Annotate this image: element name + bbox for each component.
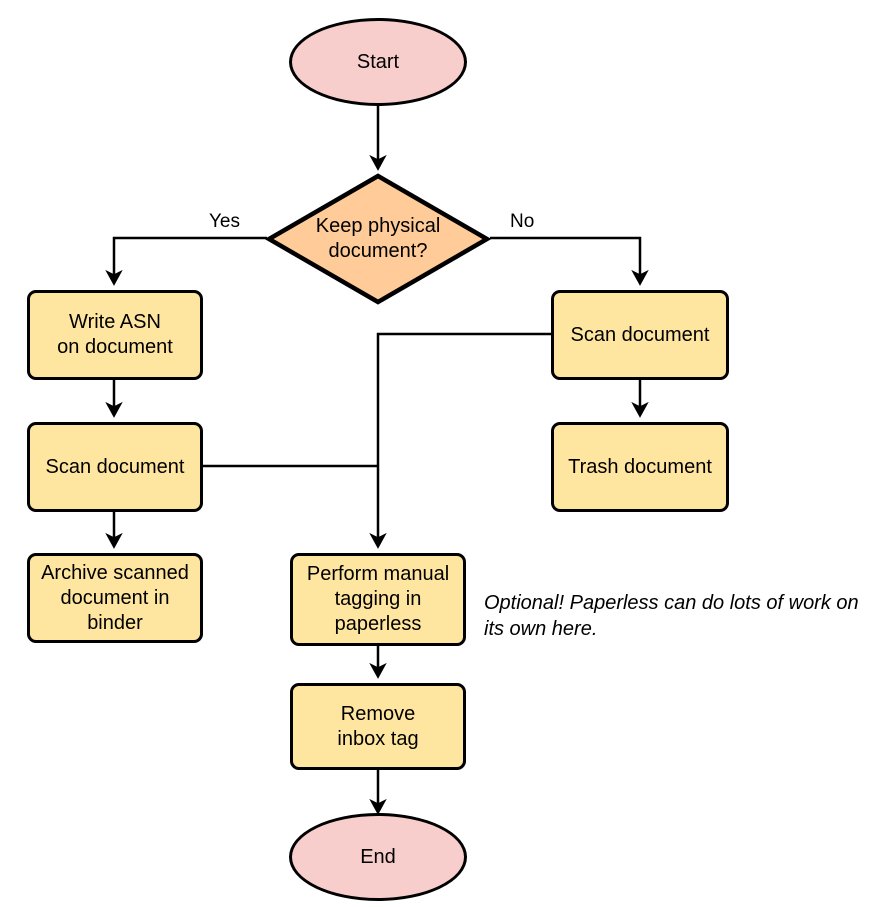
node-scan-document-right-label: Scan document [570, 323, 710, 346]
node-manual-tagging-label: Perform manual tagging in paperless [306, 563, 450, 635]
note-optional-paperless: Optional! Paperless can do lots of work … [484, 592, 859, 640]
node-archive-binder-label: Archive scanned document in binder [41, 561, 189, 634]
node-remove-inbox-tag-label: Remove inbox tag [337, 702, 419, 750]
node-archive-binder[interactable]: Archive scanned document in binder [27, 553, 203, 643]
node-start-label: Start [356, 50, 400, 73]
edge-decision-to-write-asn [105, 236, 267, 286]
node-end-label: End [360, 845, 396, 868]
edge-scan-right-to-tagging [369, 332, 551, 549]
edge-label-yes: Yes [209, 211, 240, 232]
edge-decision-to-scan-right [490, 236, 649, 286]
node-decision-label: Keep physical document? [315, 215, 441, 262]
node-end[interactable]: End [289, 813, 467, 901]
node-scan-document-left-label: Scan document [45, 455, 185, 478]
node-write-asn-label: Write ASN on document [57, 311, 173, 358]
node-manual-tagging[interactable]: Perform manual tagging in paperless [290, 553, 466, 646]
node-decision[interactable]: Keep physical document? [265, 172, 491, 306]
node-trash-document[interactable]: Trash document [551, 422, 729, 512]
diamond-shape [265, 173, 491, 305]
node-scan-document-left[interactable]: Scan document [27, 422, 203, 512]
node-scan-document-right[interactable]: Scan document [551, 290, 729, 380]
node-trash-document-label: Trash document [568, 455, 712, 478]
edge-label-no: No [510, 211, 535, 232]
node-write-asn[interactable]: Write ASN on document [27, 290, 203, 380]
node-start[interactable]: Start [289, 18, 467, 106]
node-remove-inbox-tag[interactable]: Remove inbox tag [290, 683, 466, 770]
